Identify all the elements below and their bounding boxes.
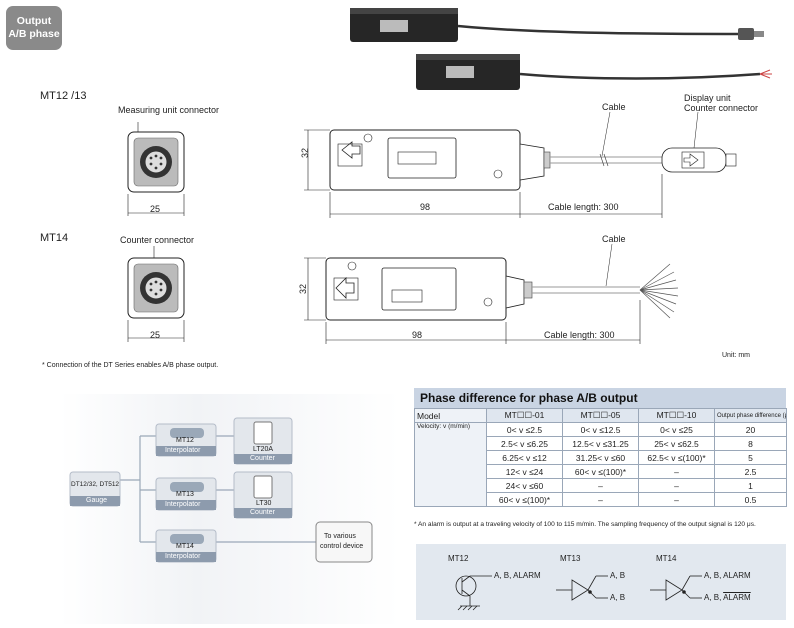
lt30-node: LT30: [256, 500, 272, 507]
mt14-height-dim: 32: [298, 283, 309, 295]
mt1213-cable-label: Cable: [602, 102, 626, 112]
header-mt-05: MT☐☐-05: [562, 408, 639, 423]
logic-mt13-output-a: A, B: [610, 571, 626, 580]
mt14-driver-symbol: [650, 575, 702, 601]
header-model: Model: [414, 408, 487, 423]
logic-mt12-output: A, B, ALARM: [494, 571, 541, 580]
table-cell: 31.25< v ≤60: [562, 450, 639, 465]
table-cell: 0< v ≤2.5: [486, 422, 563, 437]
phase-difference-table: Phase difference for phase A/B output Mo…: [414, 388, 787, 507]
phase-table-grid: Model MT☐☐-01 MT☐☐-05 MT☐☐-10 Output pha…: [414, 408, 787, 507]
velocity-label: Velocity: v (m/min): [414, 422, 487, 507]
mt13-node: MT13: [176, 491, 194, 498]
table-header-row: Model MT☐☐-01 MT☐☐-05 MT☐☐-10 Output pha…: [414, 408, 787, 423]
mt14-width-dim: 25: [150, 330, 161, 340]
gauge-label-1: DT12/32, DT512: [71, 481, 120, 488]
logic-mt13-output-b: A, B: [610, 593, 626, 602]
mt1213-width-dim: 25: [150, 204, 161, 214]
header-mt-10: MT☐☐-10: [638, 408, 715, 423]
unit-label: Unit: mm: [722, 352, 750, 359]
badge-line2: A/B phase: [8, 28, 60, 40]
lt30-counter: Counter: [250, 509, 275, 516]
table-note: * An alarm is output at a traveling velo…: [414, 521, 756, 528]
mt1213-cable-length: Cable length: 300: [548, 202, 619, 212]
mt12-node: MT12: [176, 437, 194, 444]
logic-mt12-label: MT12: [448, 554, 469, 563]
table-cell: 62.5< v ≤(100)*: [638, 450, 715, 465]
control-device-1: To various: [324, 533, 356, 540]
header-phase-difference: Output phase difference (μs): [714, 408, 787, 423]
mt1213-display-label-1: Display unit: [684, 93, 731, 103]
mt14-photo: [416, 54, 772, 90]
output-circuit-symbols: [455, 575, 702, 611]
mt14-cable-label: Cable: [602, 234, 626, 244]
mt1213-front-view: [127, 122, 185, 216]
table-cell: –: [562, 492, 639, 507]
mt12-photo: [350, 8, 764, 42]
logic-mt14-output-b-ab: A, B,: [704, 593, 724, 602]
table-cell: 12.5< v ≤31.25: [562, 436, 639, 451]
table-cell: 2.5: [714, 464, 787, 479]
mt14-length-dim: 98: [412, 330, 423, 340]
mt14-connector-label: Counter connector: [120, 235, 195, 245]
mt14-interpolator: Interpolator: [165, 553, 201, 560]
mt1213-side-view: [304, 112, 737, 218]
table-row: 60< v ≤(100)* – – 0.5: [415, 492, 787, 507]
gauge-label-2: Gauge: [86, 497, 108, 504]
table-cell: 1: [714, 478, 787, 493]
table-row: Velocity: v (m/min) 0< v ≤2.5 0< v ≤12.5…: [414, 422, 787, 507]
logic-mt14-output-b: A, B, ALARM: [704, 593, 751, 602]
mt1213-height-dim: 32: [300, 147, 311, 159]
mt1213-title: MT12 /13: [40, 90, 87, 102]
mt14-side-view: [304, 243, 679, 344]
header-mt-01: MT☐☐-01: [486, 408, 563, 423]
logic-mt14-label: MT14: [656, 554, 677, 563]
table-cell: –: [638, 478, 715, 493]
mt1213-connector-label: Measuring unit connector: [118, 105, 220, 115]
output-circuit-panel: [416, 544, 786, 620]
mt1213-display-label-2: Counter connector: [684, 103, 759, 113]
system-diagram-background: [60, 394, 400, 624]
mt14-cable-length: Cable length: 300: [544, 330, 615, 340]
table-cell: 0.5: [714, 492, 787, 507]
mt12-interpolator: Interpolator: [165, 447, 201, 454]
output-ab-phase-badge: Output A/B phase: [6, 6, 62, 50]
table-cell: 0< v ≤25: [638, 422, 715, 437]
footnote: * Connection of the DT Series enables A/…: [42, 362, 219, 369]
table-cell: 24< v ≤60: [486, 478, 563, 493]
table-cell: –: [562, 478, 639, 493]
lt20a-counter: Counter: [250, 455, 275, 462]
table-cell: 60< v ≤(100)*: [562, 464, 639, 479]
table-row: 6.25< v ≤12 31.25< v ≤60 62.5< v ≤(100)*…: [415, 450, 787, 465]
table-cell: –: [638, 492, 715, 507]
mt14-front-view: [127, 246, 185, 342]
logic-mt14-output-a: A, B, ALARM: [704, 571, 751, 580]
table-cell: 60< v ≤(100)*: [486, 492, 563, 507]
table-cell: 12< v ≤24: [486, 464, 563, 479]
table-cell: 20: [714, 422, 787, 437]
table-cell: 0< v ≤12.5: [562, 422, 639, 437]
logic-mt14-output-b-alarm: ALARM: [723, 593, 751, 602]
table-row: 2.5< v ≤6.25 12.5< v ≤31.25 25< v ≤62.5 …: [415, 436, 787, 451]
mt1213-length-dim: 98: [420, 202, 431, 212]
mt13-interpolator: Interpolator: [165, 501, 201, 508]
control-device-2: control device: [320, 543, 364, 550]
mt13-driver-symbol: [556, 575, 608, 601]
table-cell: 6.25< v ≤12: [486, 450, 563, 465]
table-cell: 5: [714, 450, 787, 465]
product-photo: [350, 8, 772, 90]
table-cell: –: [638, 464, 715, 479]
mt14-node: MT14: [176, 543, 194, 550]
table-cell: 8: [714, 436, 787, 451]
lt20a-node: LT20A: [253, 446, 274, 453]
logic-mt13-label: MT13: [560, 554, 581, 563]
table-cell: 25< v ≤62.5: [638, 436, 715, 451]
badge-line1: Output: [16, 15, 52, 27]
mt14-title: MT14: [40, 232, 69, 244]
table-cell: 2.5< v ≤6.25: [486, 436, 563, 451]
mt12-transistor-symbol: [455, 575, 492, 611]
phase-table-title: Phase difference for phase A/B output: [414, 388, 786, 408]
